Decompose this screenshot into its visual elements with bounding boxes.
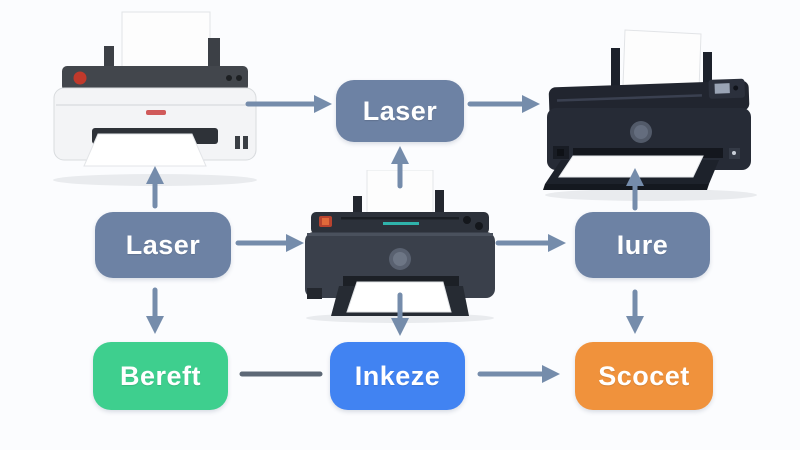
- node-bereft-label: Bereft: [119, 360, 202, 391]
- teal-accent: [383, 222, 419, 225]
- power-button: [73, 71, 87, 85]
- node-bereft[interactable]: Bereft: [93, 342, 228, 410]
- arrow-laser-mid-to-bereft: [146, 287, 164, 334]
- node-scocet-label: Scocet: [598, 360, 690, 391]
- dark-inkjet-printer-image: [305, 170, 495, 323]
- output-paper: [346, 281, 452, 313]
- node-inkeze[interactable]: Inkeze: [330, 342, 465, 410]
- paper-sheet: [622, 29, 702, 91]
- arrow-iure-to-scocet: [626, 289, 644, 334]
- node-inkeze-label: Inkeze: [354, 360, 441, 391]
- node-scocet[interactable]: Scocet: [575, 342, 713, 410]
- node-laser-mid[interactable]: Laser: [95, 212, 231, 278]
- node-laser-top-label: Laser: [362, 95, 438, 126]
- arrow-printer2-to-iure: [495, 234, 566, 252]
- node-iure[interactable]: Iure: [575, 212, 710, 278]
- node-iure-label: Iure: [616, 229, 669, 260]
- node-laser-mid-label: Laser: [125, 229, 201, 260]
- node-laser-top[interactable]: Laser: [336, 80, 464, 142]
- white-inkjet-printer-image: [53, 11, 257, 186]
- arrow-inkeze-to-scocet: [477, 365, 560, 383]
- output-paper: [83, 133, 207, 167]
- display-screen: [714, 83, 730, 94]
- brand-mark: [146, 110, 166, 115]
- arrow-laser-top-to-printer3: [467, 95, 540, 113]
- output-paper: [558, 155, 704, 178]
- black-inkjet-printer-image: [543, 29, 757, 201]
